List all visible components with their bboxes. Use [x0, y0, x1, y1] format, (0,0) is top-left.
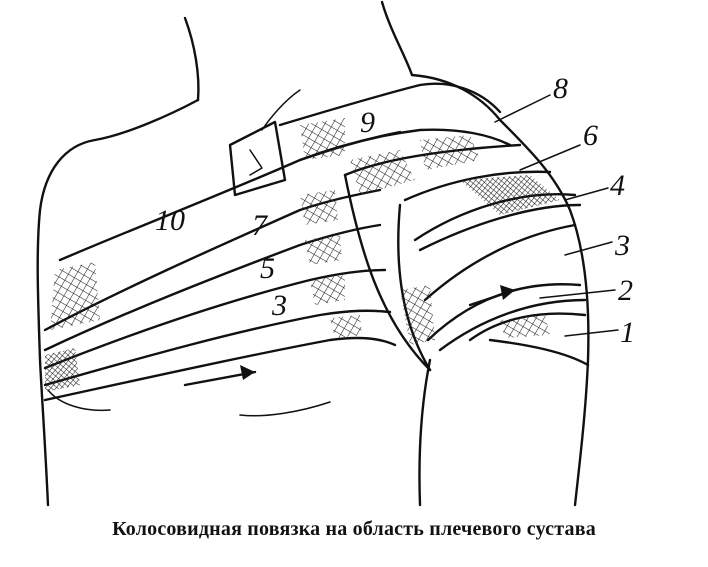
label-10: 10 — [155, 204, 185, 237]
label-3-back: 3 — [271, 289, 287, 322]
label-5: 5 — [260, 252, 275, 285]
label-4: 4 — [610, 169, 625, 202]
hatched-shading — [45, 118, 560, 392]
label-leaders — [494, 94, 619, 337]
turn-labels: 8 6 4 3 2 1 9 10 7 5 3 — [155, 72, 635, 349]
bandage-illustration: 8 6 4 3 2 1 9 10 7 5 3 — [36, 0, 635, 507]
label-1: 1 — [620, 316, 635, 349]
direction-arrows — [183, 285, 517, 387]
body-outline — [36, 0, 590, 507]
label-2: 2 — [618, 274, 633, 307]
label-8: 8 — [553, 72, 568, 105]
label-3-arm: 3 — [614, 229, 630, 262]
figure-caption: Колосовидная повязка на область плечевог… — [112, 518, 596, 540]
label-6: 6 — [583, 119, 598, 152]
label-9: 9 — [360, 106, 375, 139]
label-7: 7 — [252, 209, 269, 242]
